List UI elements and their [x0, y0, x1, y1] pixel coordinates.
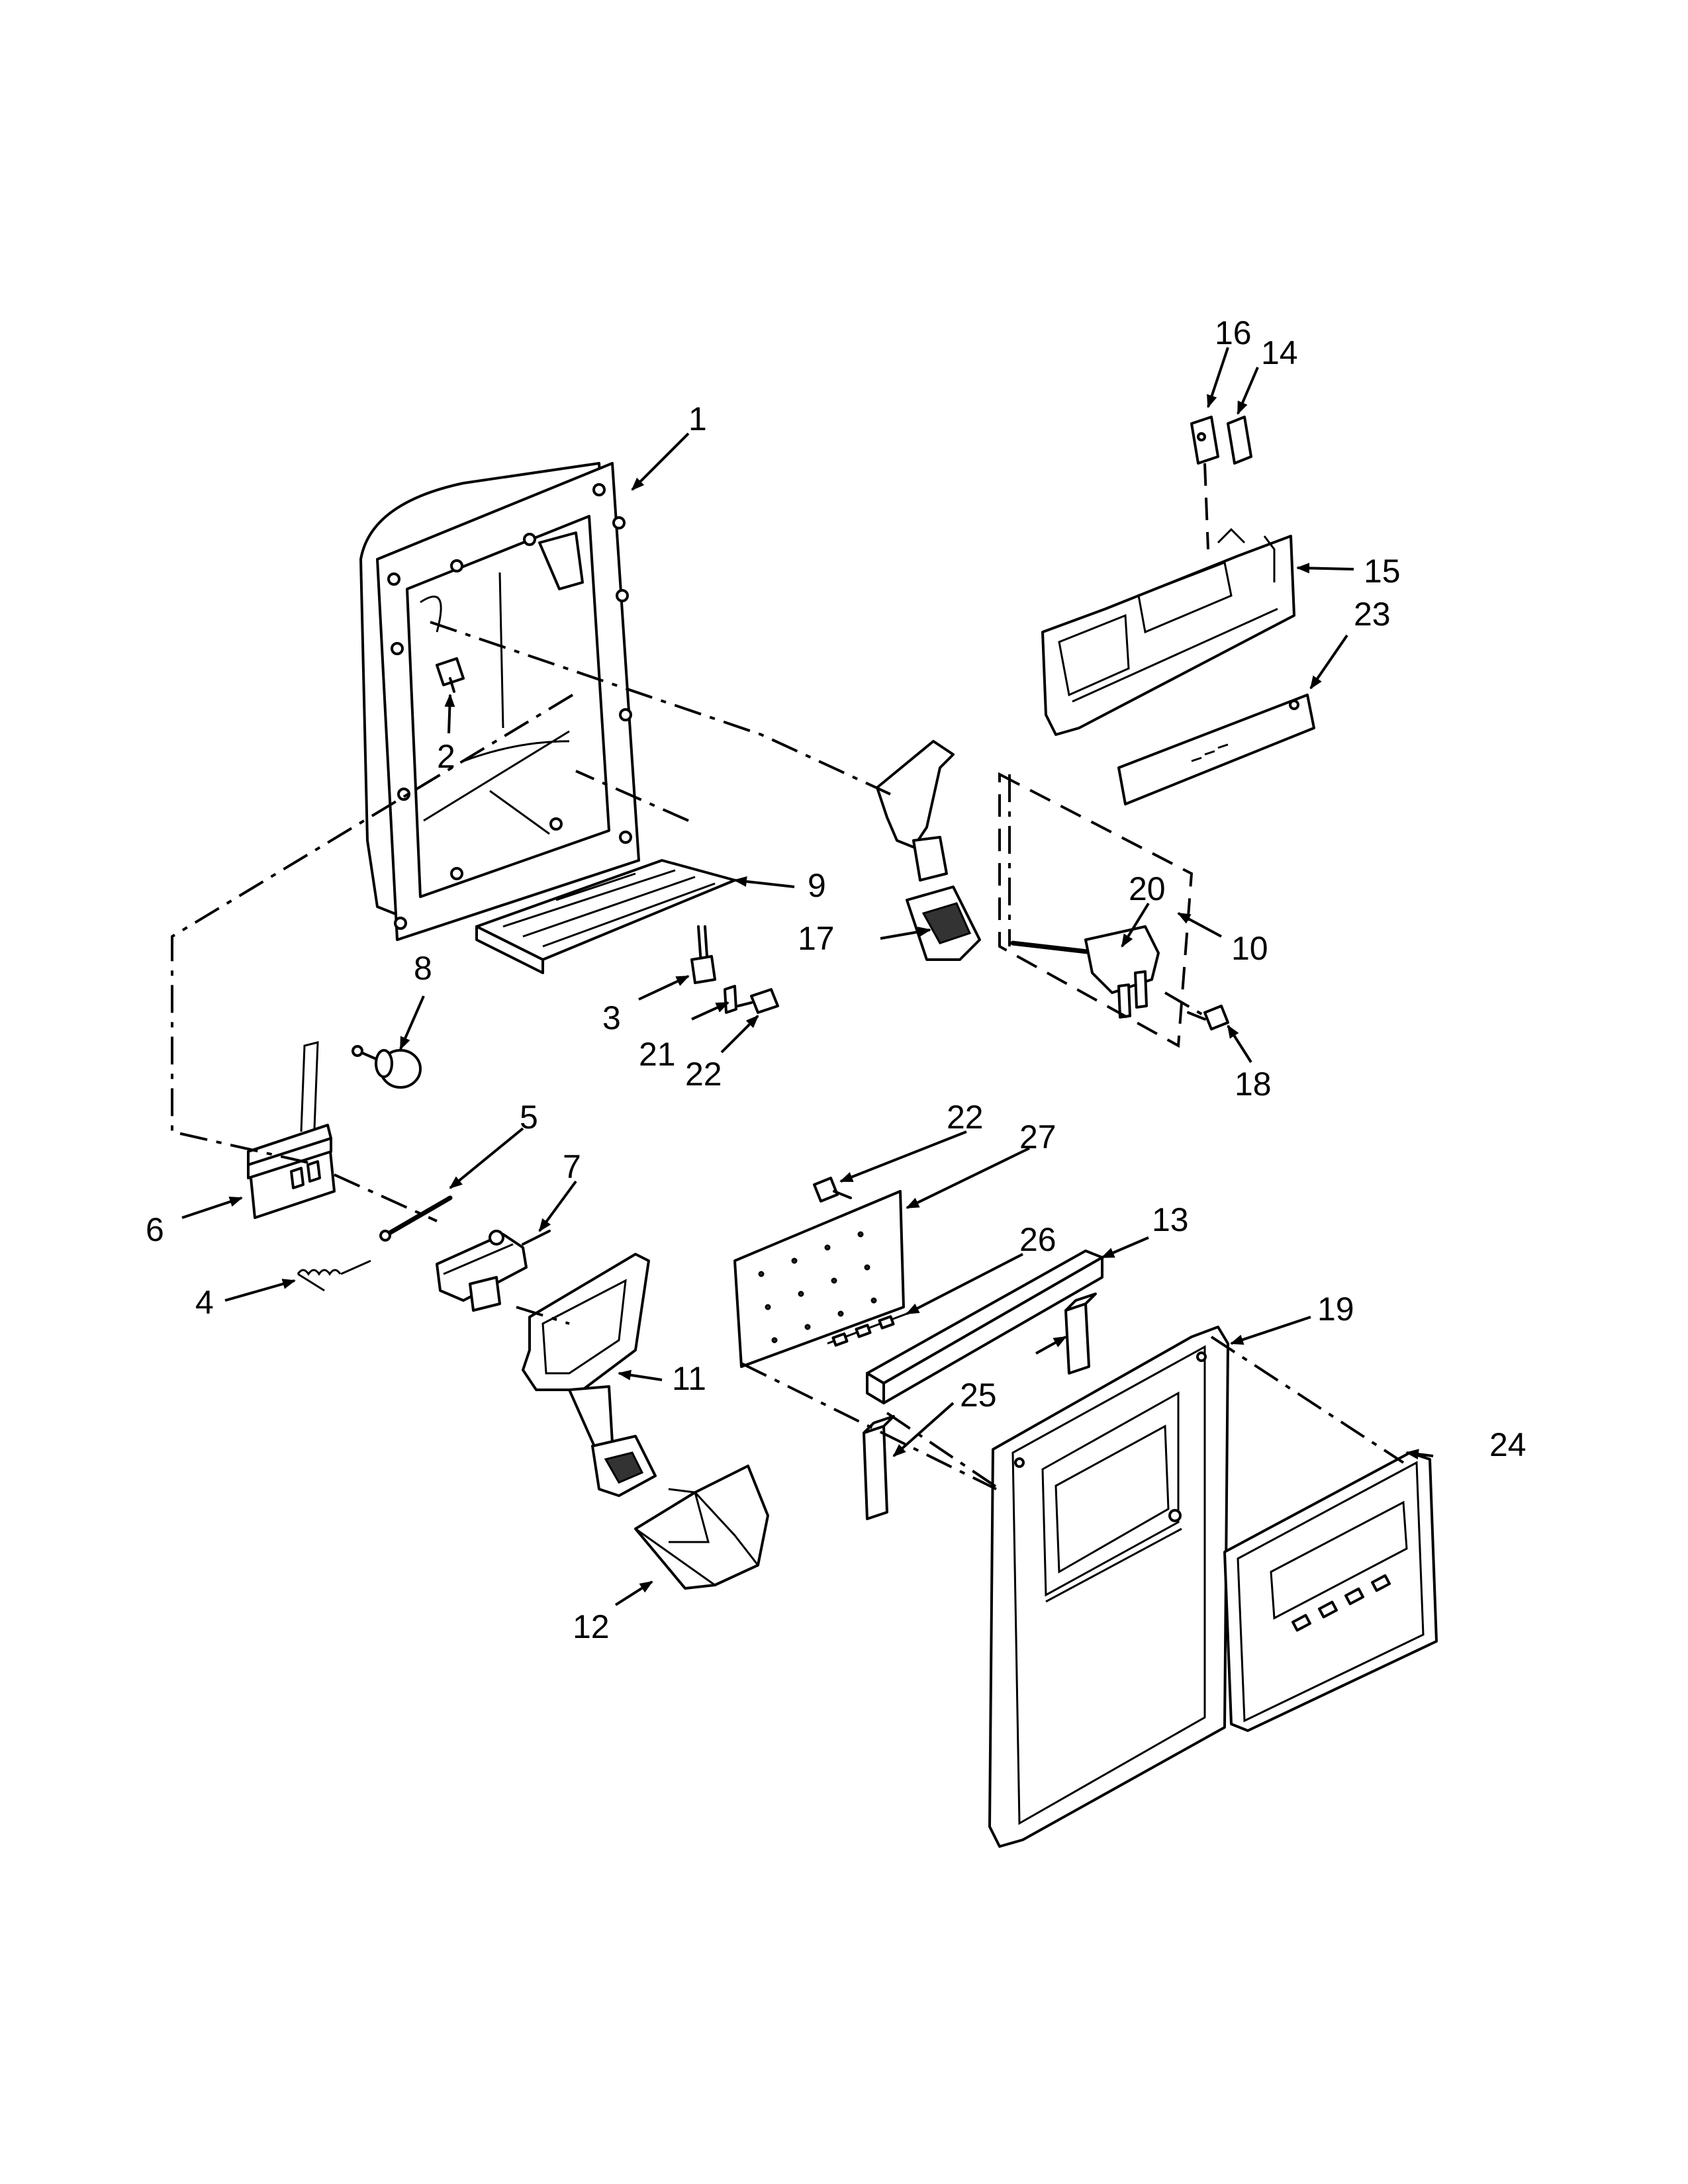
- callout-23: 23: [1354, 596, 1391, 633]
- callout-20: 20: [1129, 870, 1166, 907]
- callout-8: 8: [414, 950, 432, 987]
- callout-21: 21: [639, 1036, 676, 1073]
- callout-9: 9: [808, 867, 826, 904]
- part-14-insulator: [1227, 416, 1252, 465]
- assembly-line-16-15: [1203, 463, 1209, 550]
- callout-labels: 1 2 3 4 5 6 7 8 9 10 11 12 13 14 15 16 1…: [146, 314, 1526, 1645]
- callout-4: 4: [195, 1284, 214, 1321]
- callout-17: 17: [798, 920, 835, 957]
- callout-22-lower: 22: [685, 1056, 722, 1093]
- callout-13: 13: [1152, 1201, 1189, 1238]
- part-2-screw: [436, 657, 465, 693]
- assembly-lines: [171, 621, 1405, 1490]
- part-9-drip-tray: [475, 859, 736, 974]
- part-20-switch-bracket: [1010, 925, 1160, 1019]
- callout-26: 26: [1019, 1221, 1056, 1258]
- part-16-switch: [1190, 416, 1219, 465]
- part-7-actuator: [436, 1230, 551, 1312]
- part-24-front-panel: [1223, 1451, 1438, 1732]
- callout-19: 19: [1317, 1291, 1354, 1328]
- part-18-screw: [1187, 1005, 1229, 1030]
- part-15-control-housing: [1041, 527, 1295, 736]
- callout-7: 7: [563, 1148, 581, 1185]
- part-22-screw-a: [737, 988, 779, 1014]
- leader-arrows: [181, 347, 1434, 1606]
- part-19-dispenser-frame: [988, 1326, 1229, 1848]
- callout-6: 6: [146, 1211, 164, 1248]
- callout-14: 14: [1261, 334, 1298, 371]
- part-22-screw-b: [813, 1177, 852, 1203]
- part-3-clip: [690, 925, 716, 984]
- part-12-ice-chute: [634, 1465, 769, 1590]
- callout-2: 2: [437, 738, 455, 775]
- callout-15: 15: [1364, 553, 1401, 590]
- callout-18: 18: [1235, 1066, 1272, 1103]
- part-8-solenoid: [352, 1045, 422, 1089]
- part-1-dispenser-housing: [359, 462, 640, 941]
- part-25-spacer-a: [1064, 1293, 1097, 1375]
- part-13-trim-bar: [866, 1250, 1103, 1404]
- callout-11: 11: [672, 1360, 706, 1397]
- callout-24: 24: [1489, 1426, 1526, 1463]
- part-23-control-board: [1117, 694, 1315, 805]
- callout-27: 27: [1019, 1118, 1056, 1156]
- part-21-plate: [724, 985, 737, 1014]
- part-26-led-strip: [827, 1312, 908, 1347]
- part-5-pin: [379, 1195, 453, 1242]
- callout-12: 12: [573, 1608, 610, 1645]
- callout-22-upper: 22: [947, 1099, 984, 1136]
- part-25-spacer-b: [863, 1415, 895, 1520]
- part-4-spring: [297, 1259, 371, 1292]
- callout-1: 1: [688, 400, 707, 437]
- part-27-panel-plate: [733, 1190, 905, 1368]
- callout-16: 16: [1215, 314, 1252, 351]
- part-17-water-lever: [876, 740, 981, 961]
- callout-25: 25: [960, 1377, 997, 1414]
- callout-3: 3: [602, 999, 621, 1036]
- callout-5: 5: [520, 1099, 538, 1136]
- callout-10: 10: [1231, 930, 1268, 967]
- part-11-ice-lever: [522, 1253, 657, 1497]
- part-6-motor: [247, 1041, 336, 1219]
